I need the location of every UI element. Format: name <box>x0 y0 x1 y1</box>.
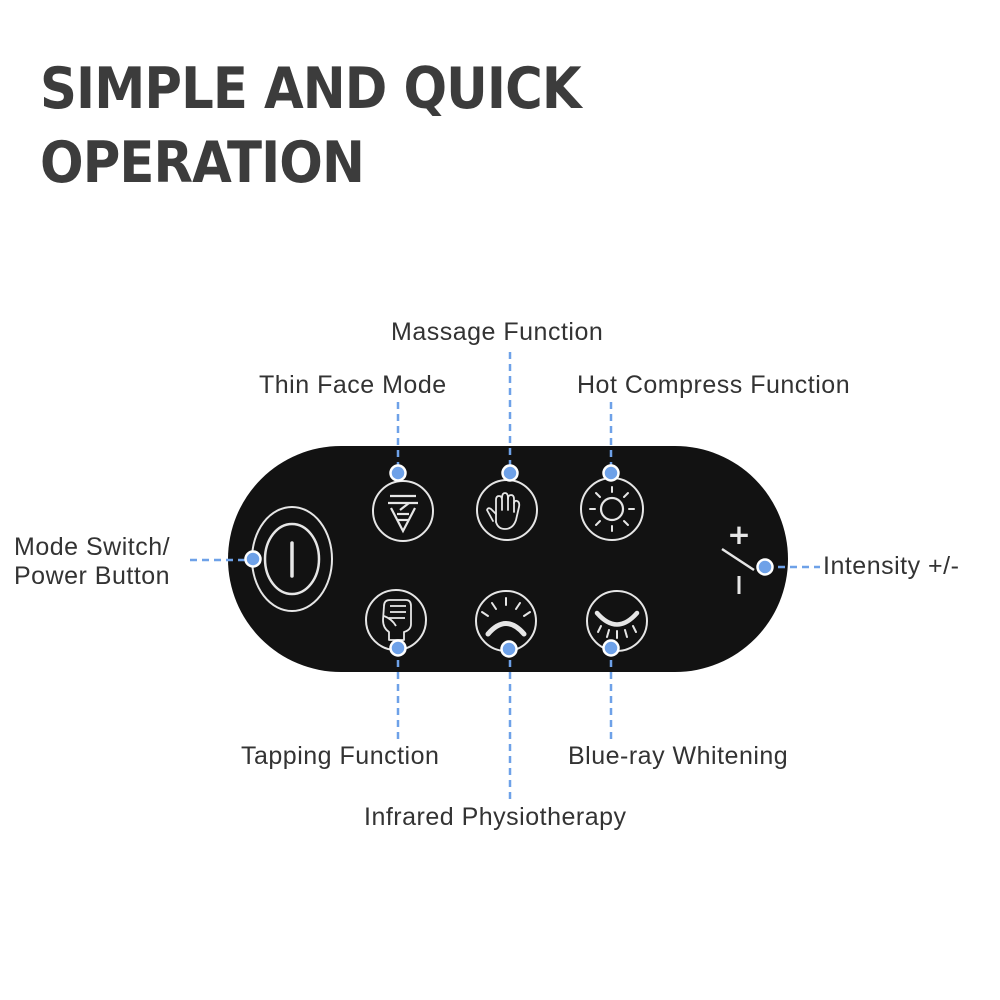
title-line-1: SIMPLE AND QUICK <box>40 56 582 122</box>
fist-icon <box>382 599 412 641</box>
infrared-icon <box>481 597 531 637</box>
label-infrared: Infrared Physiotherapy <box>364 803 627 831</box>
hand-icon <box>486 492 521 530</box>
intensity-plus-symbol: + <box>727 518 750 551</box>
control-panel <box>228 446 788 672</box>
callout-dot-tapping <box>389 639 407 657</box>
label-blue-ray: Blue-ray Whitening <box>568 742 789 770</box>
label-massage: Massage Function <box>391 318 604 346</box>
label-mode-switch: Mode Switch/ Power Button <box>14 533 170 591</box>
label-tapping: Tapping Function <box>241 742 440 770</box>
label-thin-face: Thin Face Mode <box>259 371 447 399</box>
callout-dot-mode-switch <box>244 550 262 568</box>
callout-dot-intensity <box>756 558 774 576</box>
label-hot-compress: Hot Compress Function <box>577 371 851 399</box>
callout-dots <box>244 464 774 658</box>
intensity-control[interactable]: + <box>721 518 755 594</box>
label-mode-switch-line-1: Mode Switch/ <box>14 533 171 561</box>
callout-dot-infrared <box>500 640 518 658</box>
thin-face-button[interactable] <box>372 480 434 542</box>
label-mode-switch-line-2: Power Button <box>14 562 171 590</box>
intensity-divider <box>721 547 755 572</box>
callout-dot-thin-face <box>389 464 407 482</box>
page-title: SIMPLE AND QUICK OPERATION <box>40 52 582 200</box>
blue-ray-icon <box>594 610 640 639</box>
label-intensity: Intensity +/- <box>823 552 960 580</box>
sun-icon <box>589 486 635 532</box>
title-line-2: OPERATION <box>40 130 365 196</box>
callout-dot-massage <box>501 464 519 482</box>
callout-dot-hot-compress <box>602 464 620 482</box>
thin-face-icon <box>388 494 418 534</box>
callout-lines <box>190 352 820 804</box>
callout-dot-blue-ray <box>602 639 620 657</box>
